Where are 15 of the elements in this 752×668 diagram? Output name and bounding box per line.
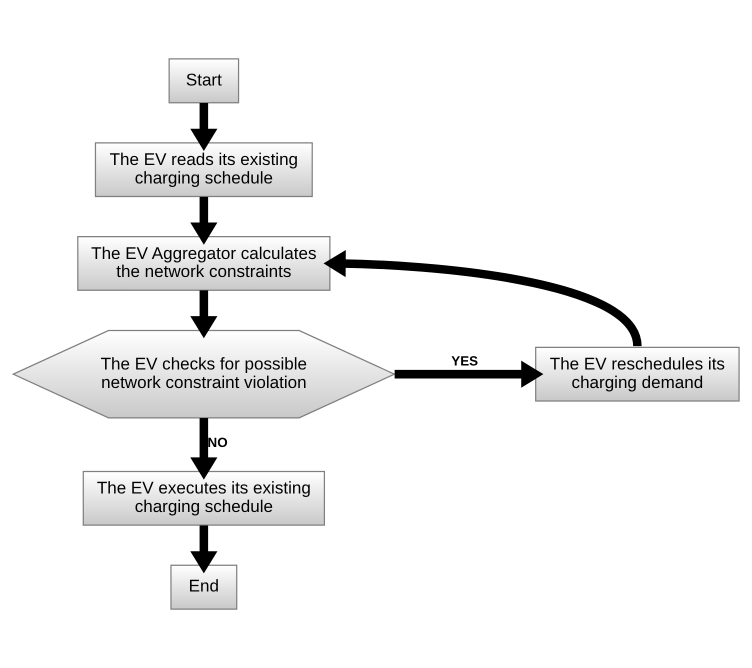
arrow <box>190 290 218 338</box>
edge-label: YES <box>451 353 478 368</box>
node-box: The EV Aggregator calculates the network constraints <box>77 236 330 291</box>
arrow <box>324 250 642 348</box>
node-box: The EV executes its existing charging schedule <box>82 470 326 526</box>
node-box: The EV reads its existing charging schedule <box>94 142 313 198</box>
arrow <box>190 418 218 480</box>
arrow <box>190 525 218 574</box>
arrow <box>394 360 544 388</box>
arrow <box>190 102 218 151</box>
node-box: End <box>170 564 238 610</box>
arrow <box>190 196 218 245</box>
node-box: The EV reschedules its charging demand <box>535 346 740 402</box>
edge-label: NO <box>208 434 228 450</box>
node-box: Start <box>168 58 240 104</box>
